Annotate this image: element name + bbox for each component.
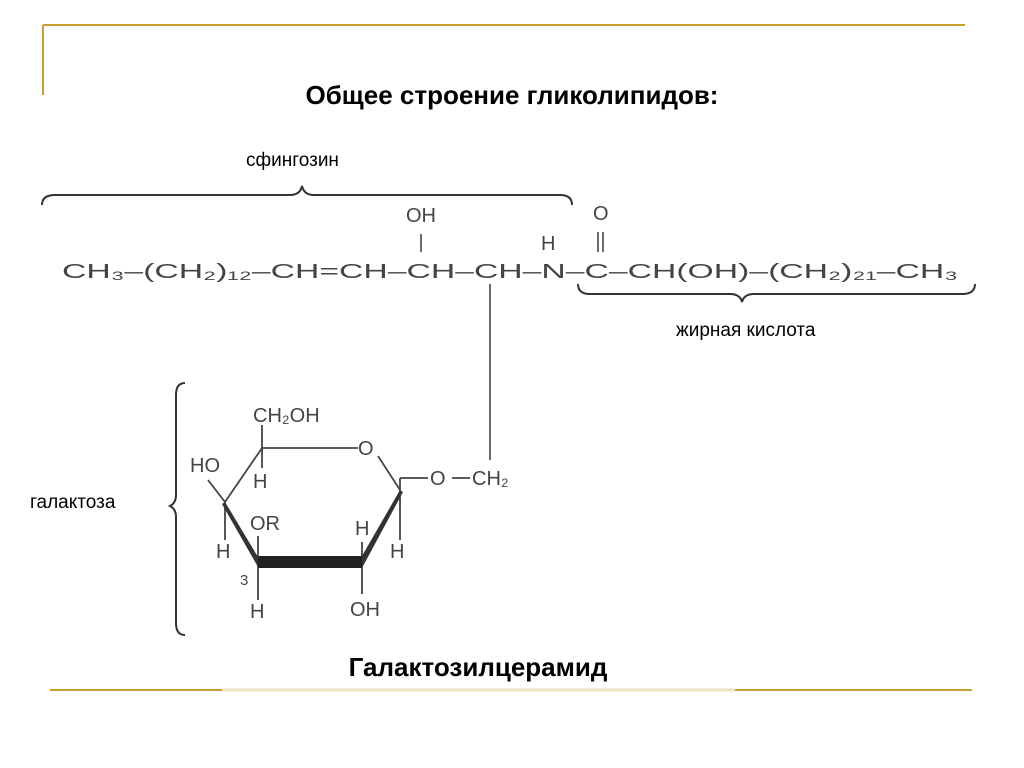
glyco-o-label: O — [430, 468, 446, 490]
carbonyl-o-label: O — [593, 203, 609, 225]
ring-wedge-right — [362, 490, 403, 568]
c3-number: 3 — [240, 572, 248, 589]
compound-caption: Галактозилцерамид — [348, 652, 608, 682]
oh-c2-label: OH — [350, 599, 380, 621]
ring-front-bond — [258, 556, 362, 568]
ring-o-label: O — [358, 438, 374, 460]
fatty-acid-label: жирная кислота — [676, 320, 816, 341]
h-c4-label: H — [216, 541, 230, 563]
ring-wedge-left — [222, 502, 258, 567]
hydroxyl-label: OH — [406, 205, 436, 227]
galactose-label: галактоза — [30, 492, 116, 513]
h-c5-label: H — [253, 471, 267, 493]
h-c3-label: H — [250, 601, 264, 623]
galactose-brace — [167, 382, 186, 636]
sphingosine-brace — [41, 185, 573, 206]
h-c2-label: H — [355, 518, 369, 540]
ch2oh-label: CH₂OH — [253, 405, 320, 427]
page-title: Общее строение гликолипидов: — [305, 80, 719, 110]
fatty-acid-brace — [577, 283, 976, 303]
ho-label: HO — [190, 455, 220, 477]
or-label: OR — [250, 513, 280, 535]
h-c1-label: H — [390, 541, 404, 563]
sphingosine-label: сфингозин — [246, 150, 339, 171]
main-chain-formula: CH₃–(CH₂)₁₂–CH=CH–CH–CH–N–C–CH(OH)–(CH₂)… — [62, 261, 958, 283]
ch2-label: CH₂ — [472, 468, 509, 490]
amide-h-label: H — [541, 233, 555, 255]
